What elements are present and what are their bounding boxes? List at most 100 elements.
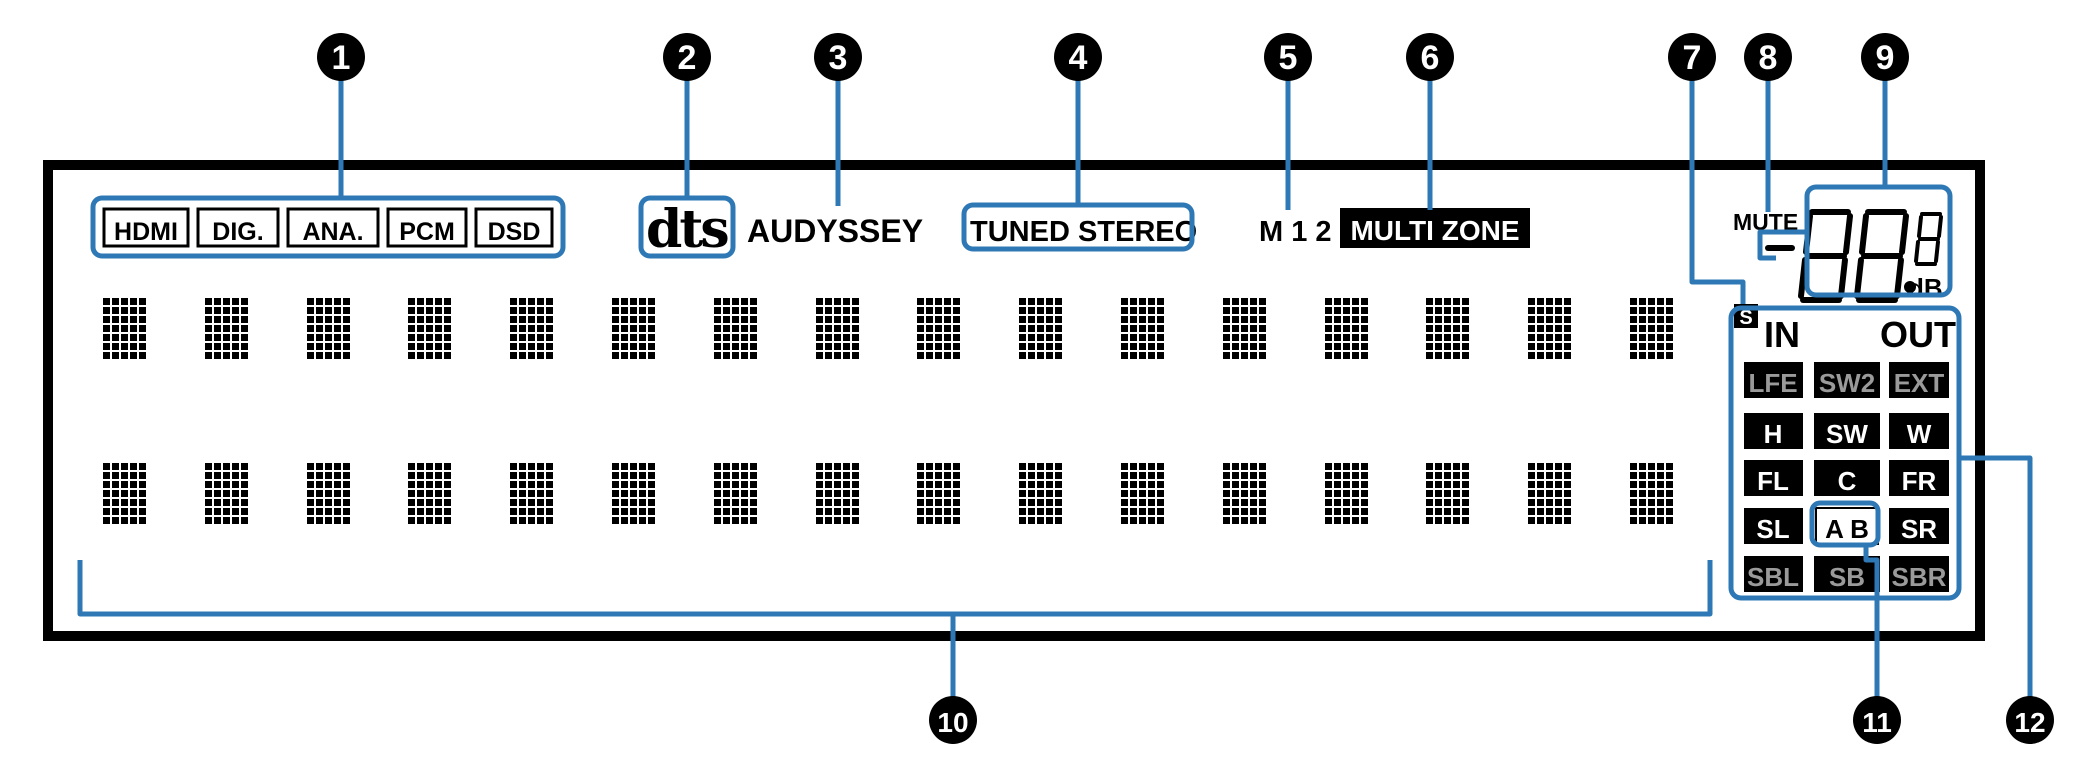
channel-fl: FL bbox=[1757, 466, 1789, 496]
channel-sl: SL bbox=[1756, 514, 1789, 544]
dts-logo: dts bbox=[646, 199, 728, 260]
callout-marker-2: 2 bbox=[663, 33, 711, 81]
callout-marker-number: 5 bbox=[1279, 39, 1298, 77]
callout-marker-number: 3 bbox=[829, 39, 848, 77]
matrix-character-cell bbox=[816, 463, 859, 524]
channel-sw: SW bbox=[1826, 419, 1868, 449]
callout-lines bbox=[77, 80, 2033, 698]
matrix-character-cell bbox=[612, 298, 655, 359]
callout-marker-number: 1 bbox=[332, 39, 351, 77]
channel-ab: A B bbox=[1825, 514, 1869, 544]
memory-indicator: M 1 2 bbox=[1259, 216, 1332, 248]
volume-unit: dB bbox=[1908, 273, 1943, 303]
channel-sw2: SW2 bbox=[1819, 368, 1875, 398]
matrix-character-cell bbox=[205, 463, 248, 524]
channel-sb: SB bbox=[1829, 562, 1865, 592]
matrix-character-cell bbox=[1019, 298, 1062, 359]
callout-marker-number: 11 bbox=[1862, 707, 1892, 738]
callout-marker-number: 12 bbox=[2014, 707, 2045, 738]
matrix-character-cell bbox=[1223, 463, 1266, 524]
tuned-stereo-indicator: TUNED STEREO bbox=[970, 216, 1197, 248]
matrix-character-cell bbox=[714, 298, 757, 359]
matrix-character-cell bbox=[917, 298, 960, 359]
matrix-character-cell bbox=[510, 298, 553, 359]
matrix-character-cell bbox=[510, 463, 553, 524]
matrix-character-cell bbox=[408, 463, 451, 524]
matrix-character-cell bbox=[1223, 298, 1266, 359]
multi-zone-bg bbox=[1340, 208, 1530, 248]
channel-fr: FR bbox=[1902, 466, 1937, 496]
callout-marker-7: 7 bbox=[1668, 33, 1716, 81]
channel-out-label: OUT bbox=[1880, 314, 1956, 355]
callout-marker-number: 10 bbox=[937, 707, 968, 738]
channel-sbl: SBL bbox=[1747, 562, 1799, 592]
callout-line-10 bbox=[77, 560, 1713, 617]
matrix-character-cell bbox=[917, 463, 960, 524]
callout-marker-10: 10 bbox=[929, 696, 977, 744]
matrix-character-cell bbox=[307, 463, 350, 524]
matrix-character-cell bbox=[1325, 463, 1368, 524]
indicator-ana: ANA. bbox=[302, 218, 363, 246]
indicator-hdmi: HDMI bbox=[114, 218, 178, 246]
matrix-character-cell bbox=[1121, 463, 1164, 524]
matrix-character-cell bbox=[816, 298, 859, 359]
callout-marker-11: 11 bbox=[1853, 696, 1901, 744]
callout-marker-4: 4 bbox=[1054, 33, 1102, 81]
callout-marker-1: 1 bbox=[317, 33, 365, 81]
callout-marker-6: 6 bbox=[1406, 33, 1454, 81]
callout-marker-number: 2 bbox=[678, 39, 697, 77]
matrix-character-cell bbox=[103, 298, 146, 359]
channel-in-label: IN bbox=[1764, 314, 1800, 355]
matrix-character-cell bbox=[1630, 298, 1673, 359]
callout-marker-3: 3 bbox=[814, 33, 862, 81]
callout-marker-number: 9 bbox=[1876, 39, 1895, 77]
matrix-character-cell bbox=[1528, 463, 1571, 524]
multi-zone-indicator: MULTI ZONE bbox=[1350, 215, 1519, 246]
callout-marker-8: 8 bbox=[1744, 33, 1792, 81]
indicator-dsd: DSD bbox=[488, 218, 541, 246]
matrix-character-cell bbox=[408, 298, 451, 359]
callout-marker-number: 6 bbox=[1421, 39, 1440, 77]
channel-panel: IN OUT LFE SW2 EXT H SW W FL C FR SL A B… bbox=[1744, 314, 1956, 592]
matrix-character-cell bbox=[1630, 463, 1673, 524]
character-matrix bbox=[103, 298, 1673, 524]
matrix-character-cell bbox=[1528, 298, 1571, 359]
matrix-character-cell bbox=[1325, 298, 1368, 359]
matrix-character-cell bbox=[307, 298, 350, 359]
callout-marker-number: 7 bbox=[1683, 39, 1702, 77]
indicator-pcm: PCM bbox=[399, 218, 455, 246]
channel-lfe: LFE bbox=[1748, 368, 1797, 398]
matrix-character-cell bbox=[103, 463, 146, 524]
channel-sr: SR bbox=[1901, 514, 1937, 544]
callout-marker-number: 4 bbox=[1069, 39, 1088, 77]
matrix-character-cell bbox=[1019, 463, 1062, 524]
callout-box-9 bbox=[1804, 184, 1953, 298]
channel-sbr: SBR bbox=[1892, 562, 1947, 592]
callout-box-12 bbox=[1728, 305, 1962, 601]
sleep-indicator: S bbox=[1739, 307, 1752, 329]
channel-ext: EXT bbox=[1894, 368, 1945, 398]
input-indicator-group: HDMI DIG. ANA. PCM DSD bbox=[102, 207, 554, 248]
channel-c: C bbox=[1838, 466, 1857, 496]
callout-box-11 bbox=[1809, 500, 1881, 548]
matrix-character-cell bbox=[714, 463, 757, 524]
callout-line-7 bbox=[1689, 80, 1746, 304]
display-frame bbox=[43, 160, 1985, 641]
volume-digits bbox=[1765, 209, 1943, 303]
indicator-dig: DIG. bbox=[212, 218, 263, 246]
callout-marker-number: 8 bbox=[1759, 39, 1778, 77]
audyssey-indicator: AUDYSSEY bbox=[747, 213, 923, 249]
matrix-character-cell bbox=[1121, 298, 1164, 359]
matrix-character-cell bbox=[1426, 298, 1469, 359]
callout-marker-9: 9 bbox=[1861, 33, 1909, 81]
matrix-character-cell bbox=[1426, 463, 1469, 524]
callout-marker-5: 5 bbox=[1264, 33, 1312, 81]
channel-h: H bbox=[1764, 419, 1783, 449]
channel-w: W bbox=[1907, 419, 1932, 449]
matrix-character-cell bbox=[205, 298, 248, 359]
callout-box-1 bbox=[90, 195, 566, 259]
callout-marker-12: 12 bbox=[2006, 696, 2054, 744]
